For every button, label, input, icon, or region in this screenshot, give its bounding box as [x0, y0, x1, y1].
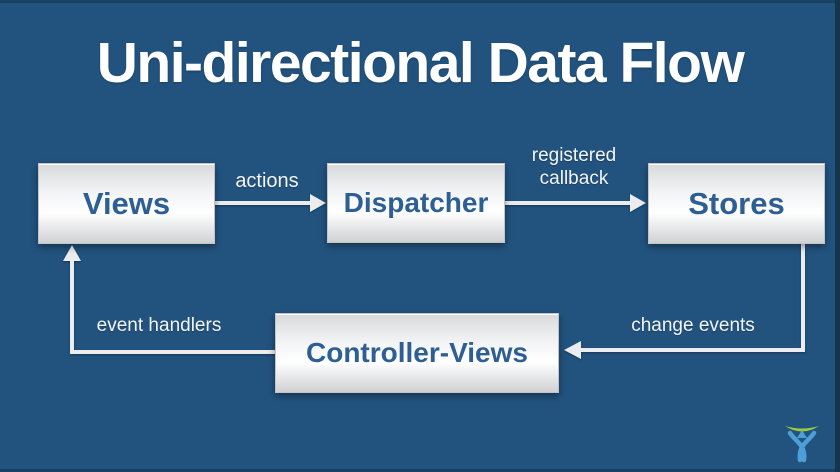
arrowhead-into-stores [630, 194, 646, 212]
arrowhead-into-controller-views [564, 341, 581, 359]
slide-edge-top [0, 0, 840, 3]
node-dispatcher: Dispatcher [327, 163, 505, 243]
node-controller-views: Controller-Views [275, 313, 559, 393]
node-stores: Stores [648, 163, 825, 244]
node-stores-label: Stores [688, 185, 785, 221]
logo-figure-right-stroke [797, 430, 817, 463]
node-views: Views [38, 163, 215, 244]
arrow-line-controller-views-to-views [70, 259, 275, 354]
edge-label-change-events: change events [631, 315, 755, 336]
logo-green-arc [785, 426, 819, 432]
edge-label-registered-callback: registered callback [531, 145, 617, 189]
node-dispatcher-label: Dispatcher [343, 187, 489, 218]
slide-edge-bottom [0, 469, 840, 472]
atlassian-logo [785, 426, 819, 463]
logo-figure-left-stroke [787, 430, 807, 463]
page-title: Uni-directional Data Flow [96, 31, 745, 95]
arrow-line-stores-to-controller-views [580, 242, 805, 352]
node-views-label: Views [82, 185, 171, 221]
logo-figure-head [797, 430, 807, 438]
slide-edge-right [835, 0, 840, 472]
arrowhead-into-dispatcher [310, 194, 326, 212]
edge-label-event-handlers: event handlers [96, 315, 222, 336]
edge-label-actions: actions [235, 170, 299, 192]
node-controller-views-label: Controller-Views [306, 337, 528, 368]
arrowhead-into-views [63, 245, 81, 261]
